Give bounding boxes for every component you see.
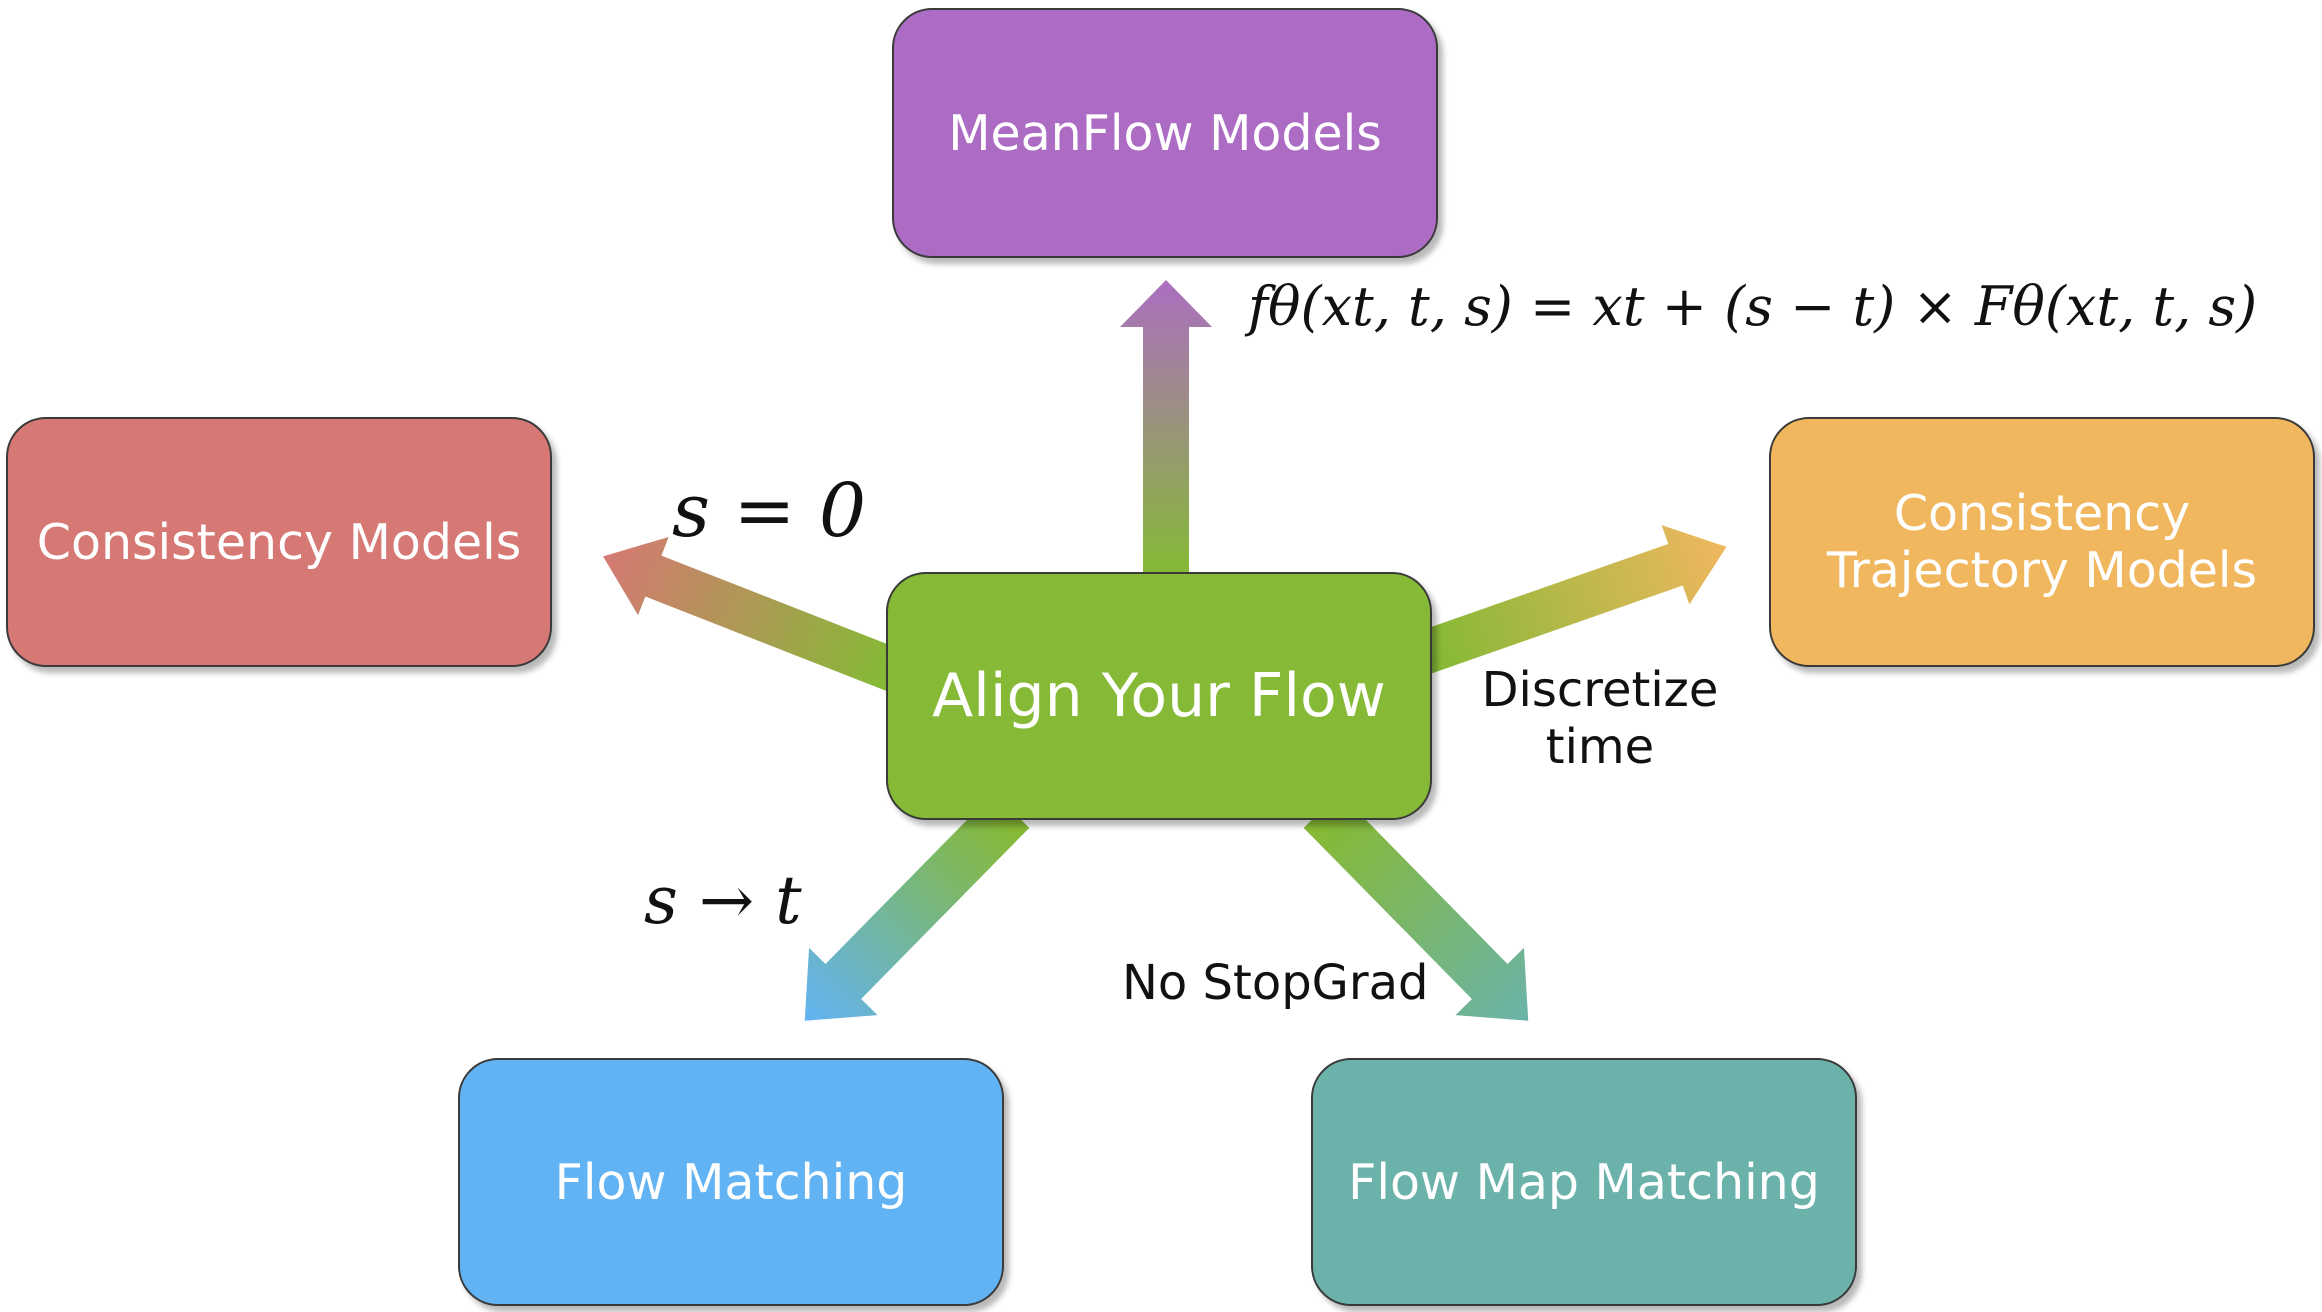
flow-map-matching-node: Flow Map Matching bbox=[1311, 1058, 1857, 1306]
consistency-trajectory-models-node: Consistency Trajectory Models bbox=[1769, 417, 2315, 667]
consistency-models-node: Consistency Models bbox=[6, 417, 552, 667]
discretize-time-label: Discretize time bbox=[1481, 662, 1719, 775]
meanflow-models-label: MeanFlow Models bbox=[948, 104, 1382, 162]
arrow-to-meanflow bbox=[1120, 280, 1212, 592]
consistency-trajectory-models-label: Consistency Trajectory Models bbox=[1826, 485, 2258, 599]
arrow-to-ctm bbox=[1405, 525, 1727, 678]
flow-map-matching-label: Flow Map Matching bbox=[1348, 1153, 1820, 1211]
arrow-to-flow-map-matching bbox=[1303, 792, 1529, 1021]
arrow-to-flow-matching bbox=[804, 792, 1030, 1021]
meanflow-models-node: MeanFlow Models bbox=[892, 8, 1438, 258]
align-your-flow-node: Align Your Flow bbox=[886, 572, 1432, 820]
meanflow-formula-label: fθ(xt, t, s) = xt + (s − t) × Fθ(xt, t, … bbox=[1248, 275, 2258, 338]
flow-matching-label: Flow Matching bbox=[554, 1153, 908, 1211]
arrow-to-consistency bbox=[603, 536, 915, 696]
s-equals-zero-label: s = 0 bbox=[672, 468, 867, 554]
no-stopgrad-label: No StopGrad bbox=[1122, 955, 1429, 1011]
consistency-models-label: Consistency Models bbox=[36, 513, 522, 571]
s-to-t-label: s → t bbox=[644, 862, 802, 939]
flow-matching-node: Flow Matching bbox=[458, 1058, 1004, 1306]
align-your-flow-label: Align Your Flow bbox=[932, 660, 1386, 731]
